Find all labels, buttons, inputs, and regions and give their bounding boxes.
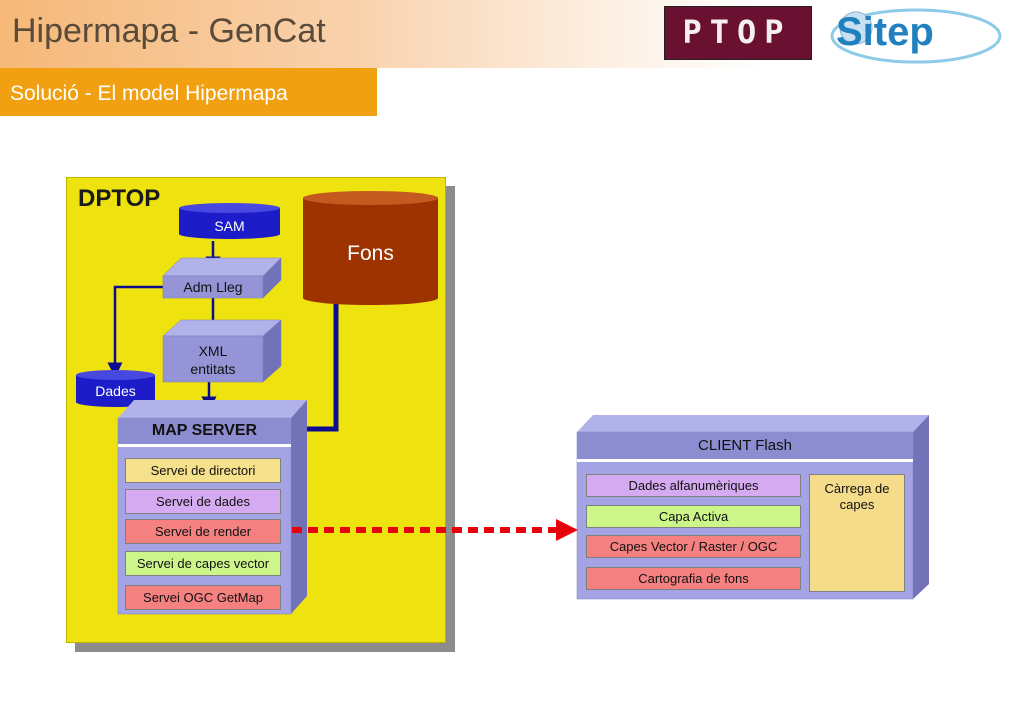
adm-lleg-label: Adm Lleg — [183, 279, 243, 295]
xml-label-line1: XML — [198, 343, 228, 359]
fons-label: Fons — [347, 242, 394, 265]
dades-label: Dades — [95, 383, 136, 399]
red-dashed-arrow — [292, 519, 578, 541]
sitep-logo — [830, 8, 1002, 64]
fons-cylinder — [303, 191, 438, 305]
xml-label-line2: entitats — [190, 361, 236, 377]
map-server-item-capes-vector: Servei de capes vector — [125, 551, 281, 576]
sam-label: SAM — [214, 218, 245, 234]
client-item-cartografia-fons: Cartografia de fons — [586, 567, 801, 590]
carrega-line1: Càrrega de — [824, 481, 890, 496]
client-carrega-capes: Càrrega de capes — [809, 474, 905, 592]
xml-entitats-box — [162, 319, 282, 383]
sam-cylinder — [179, 203, 280, 239]
map-server-item-directori: Servei de directori — [125, 458, 281, 483]
map-server-title: MAP SERVER — [151, 422, 258, 439]
carrega-line2: capes — [839, 497, 875, 512]
xml-entitats-label: XML entitats — [163, 342, 263, 378]
client-item-capa-activa: Capa Activa — [586, 505, 801, 528]
page-title: Hipermapa - GenCat — [12, 12, 326, 50]
client-flash-title: CLIENT Flash — [698, 437, 792, 454]
ptop-logo — [664, 6, 812, 60]
map-server-item-dades: Servei de dades — [125, 489, 281, 514]
page-subtitle: Solució - El model Hipermapa — [10, 82, 288, 105]
map-server-box — [117, 400, 307, 615]
subtitle-bar — [0, 68, 377, 116]
sitep-logo-text: Sitep — [836, 10, 934, 54]
client-item-capes-vector-raster-ogc: Capes Vector / Raster / OGC — [586, 535, 801, 558]
client-item-dades-alfanumeriques: Dades alfanumèriques — [586, 474, 801, 497]
map-server-item-render: Servei de render — [125, 519, 281, 544]
ptop-logo-text: PTOP — [682, 13, 792, 51]
adm-lleg-box — [162, 257, 282, 299]
dptop-label: DPTOP — [78, 185, 161, 212]
map-server-item-ogc-getmap: Servei OGC GetMap — [125, 585, 281, 610]
